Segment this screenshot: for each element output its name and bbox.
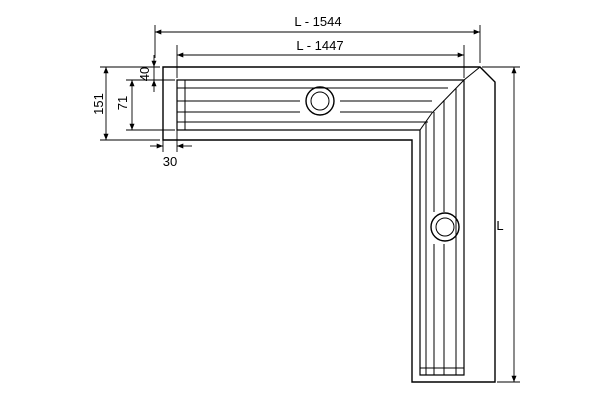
drain-body [162,66,496,383]
dimension-L: L [482,66,520,383]
dimension-40: 40 [137,55,157,92]
drain-channel-outline [176,79,465,376]
dimension-151-label: 151 [91,93,106,115]
dimension-151: 151 [91,67,109,140]
corner-joint-outer-line [463,66,481,81]
dimension-30-label: 30 [163,154,177,169]
top-inner-dimension: L - 1447 [176,37,465,78]
dimension-71-label: 71 [115,96,130,110]
dimension-40-label: 40 [137,67,152,81]
drain-outlet-icon [430,212,460,242]
horizontal-grate-slots [177,80,448,130]
dimension-71: 71 [115,80,135,130]
dimension-30: 30 [150,130,192,169]
corner-joint-line [431,79,465,114]
vertical-grate-slots [420,88,464,375]
top-inner-dimension-label: L - 1447 [296,38,343,53]
drain-outlet-icon [305,86,335,116]
top-outer-dimension: L - 1544 [154,13,481,63]
drain-outer-outline [162,66,496,383]
top-outer-dimension-label: L - 1544 [294,14,341,29]
dimension-L-label: L [496,218,503,233]
